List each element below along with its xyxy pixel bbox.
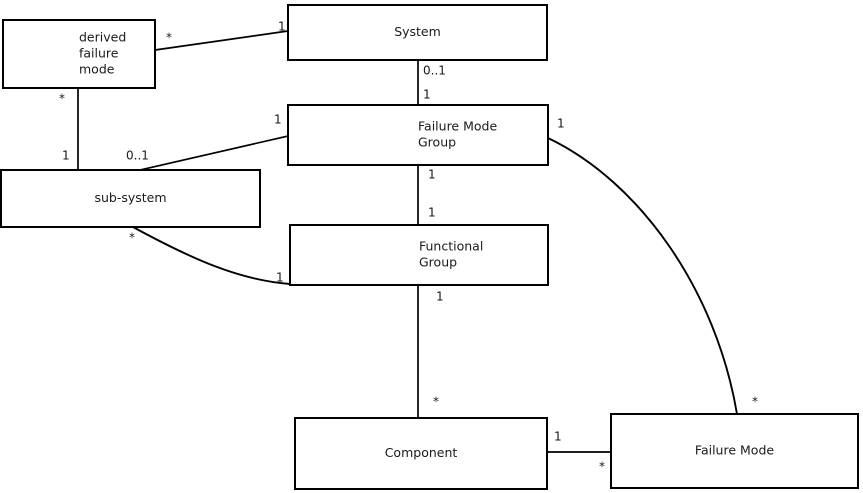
class-box-label-line: Group (418, 135, 456, 150)
class-box-label-line: System (394, 24, 441, 39)
association-edge (154, 30, 289, 51)
multiplicity-label: 1 (557, 117, 565, 131)
multiplicity-label: 0..1 (423, 64, 446, 78)
class-box-sub-system[interactable]: sub-system (0, 169, 261, 228)
multiplicity-label: 1 (423, 88, 431, 102)
class-box-border (294, 417, 548, 490)
class-box-label-line: failure (79, 46, 119, 61)
multiplicity-label: 1 (428, 206, 436, 220)
multiplicity-label: * (752, 395, 758, 409)
class-box-border (289, 224, 549, 286)
class-box-label-line: sub-system (94, 190, 166, 205)
multiplicity-label: * (433, 395, 439, 409)
association-edge (138, 134, 290, 172)
class-box-border (287, 4, 548, 61)
multiplicity-label: * (166, 31, 172, 45)
multiplicity-label: 1 (436, 290, 444, 304)
multiplicity-label: 1 (278, 20, 286, 34)
class-box-label-line: Group (419, 255, 457, 270)
association-edges-layer (77, 30, 738, 453)
class-box-label-line: Component (385, 445, 458, 460)
multiplicity-label: 0..1 (126, 149, 149, 163)
multiplicity-label: * (129, 231, 135, 245)
class-box-label-line: mode (79, 62, 115, 77)
multiplicity-label: 1 (276, 271, 284, 285)
multiplicity-label: * (599, 460, 605, 474)
class-box-component[interactable]: Component (294, 417, 548, 490)
class-box-border (2, 19, 156, 89)
multiplicity-label: * (59, 92, 65, 106)
class-box-border (287, 104, 549, 166)
class-box-label-line: derived (79, 30, 126, 45)
multiplicity-label: 1 (62, 149, 70, 163)
class-box-failure-mode[interactable]: Failure Mode (610, 413, 859, 489)
multiplicity-label: 1 (274, 113, 282, 127)
class-box-border (0, 169, 261, 228)
class-box-label-line: Failure Mode (695, 443, 774, 458)
class-box-label-line: Functional (419, 239, 483, 254)
class-box-label-line: Failure Mode (418, 119, 497, 134)
multiplicity-labels-layer: * 1 0..1 1 * 1 1 0..1 1 1 * 1 1 * 1 * 1 * (59, 20, 758, 474)
class-box-system[interactable]: System (287, 4, 548, 61)
multiplicity-label: 1 (428, 168, 436, 182)
multiplicity-label: 1 (554, 430, 562, 444)
association-edge (547, 137, 738, 415)
association-edge (132, 226, 291, 285)
class-box-border (610, 413, 859, 489)
